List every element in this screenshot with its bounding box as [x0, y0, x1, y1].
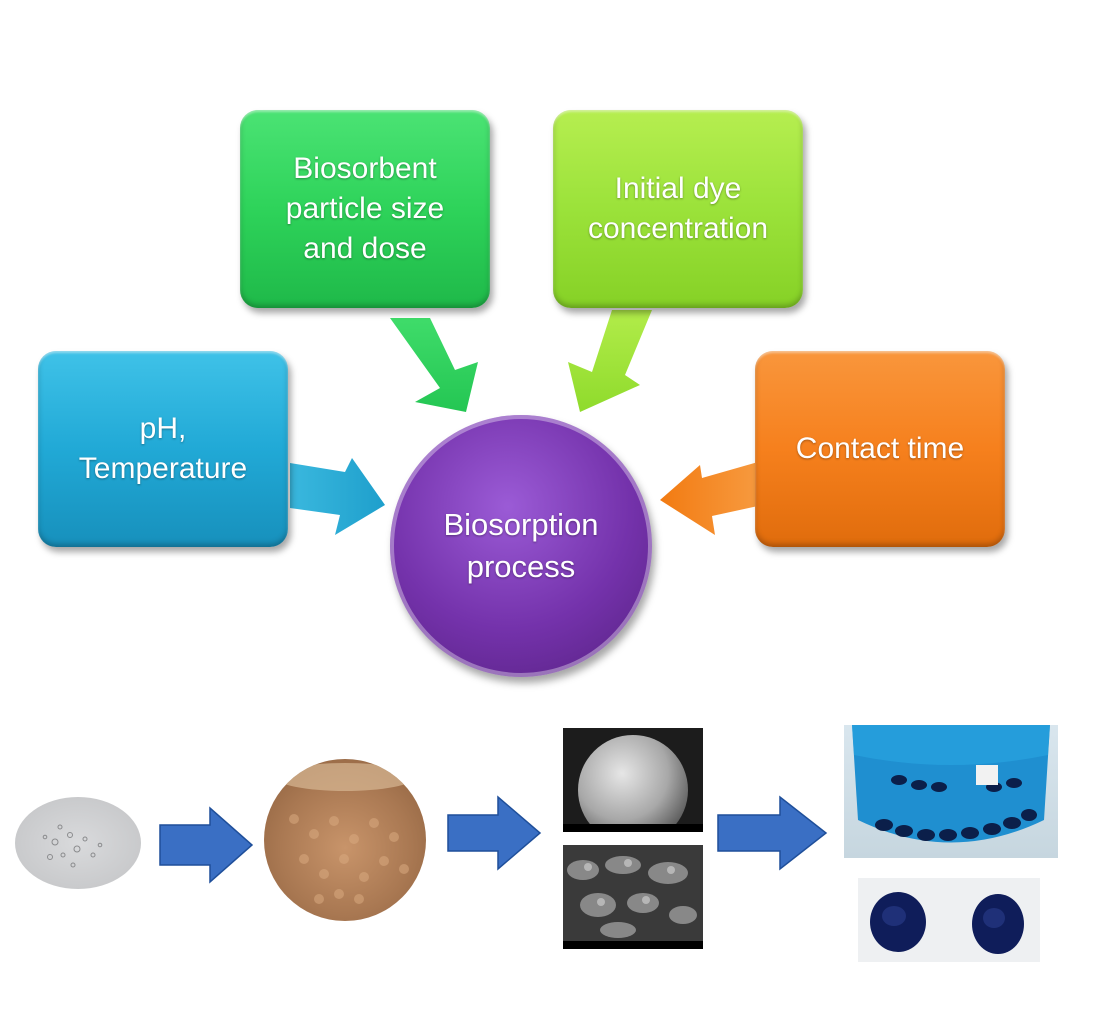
center-node-biosorption: Biosorption process	[390, 415, 652, 677]
process-arrow-1	[159, 806, 254, 884]
factor-label-ph-temperature: pH, Temperature	[78, 412, 248, 485]
factor-box-contact-time: Contact time	[755, 351, 1005, 547]
factor-label-contact-time: Contact time	[795, 432, 965, 465]
sem-bead-surface-photo	[563, 728, 703, 832]
arrow-concentration-to-center	[568, 310, 652, 412]
factor-label-particle-size: Biosorbent particle size and dose	[285, 152, 445, 265]
blue-dye-flask-photo	[844, 725, 1058, 858]
microscope-droplets-photo	[15, 797, 141, 889]
sem-surface-texture-photo	[563, 845, 703, 949]
blue-beads-dish-photo	[858, 878, 1040, 962]
factor-label-initial-concentration: Initial dye concentration	[587, 172, 769, 245]
factor-box-initial-concentration: Initial dye concentration	[553, 110, 803, 308]
arrow-ph-to-center	[290, 458, 385, 535]
arrow-particle-to-center	[390, 318, 478, 412]
factor-box-particle-size: Biosorbent particle size and dose	[240, 110, 490, 308]
process-arrow-2	[447, 795, 542, 871]
factor-box-ph-temperature: pH, Temperature	[38, 351, 288, 547]
arrow-time-to-center	[660, 462, 758, 535]
beads-jar-photo	[264, 759, 426, 921]
center-label: Biosorption process	[443, 507, 599, 584]
process-arrow-3	[717, 795, 828, 871]
